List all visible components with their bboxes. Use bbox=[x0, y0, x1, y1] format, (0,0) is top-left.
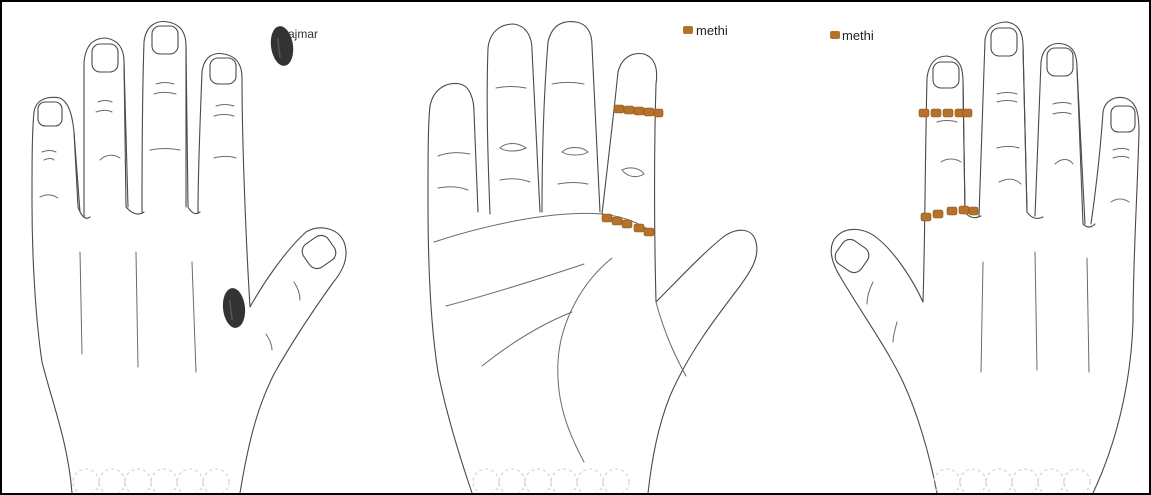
knuckle-line bbox=[40, 151, 58, 199]
finger-groove bbox=[124, 62, 144, 214]
fingernail bbox=[991, 28, 1017, 56]
methi-seed-row bbox=[919, 109, 972, 117]
fingernail bbox=[933, 62, 959, 88]
hand-outline bbox=[831, 22, 1139, 493]
knuckle-line bbox=[214, 105, 236, 159]
hand-outline bbox=[428, 22, 757, 493]
fingernail bbox=[1111, 106, 1135, 132]
fingernail bbox=[210, 58, 236, 84]
finger-crease bbox=[622, 168, 644, 177]
finger-groove bbox=[1023, 46, 1043, 218]
fingernail bbox=[152, 26, 178, 54]
finger-groove bbox=[74, 132, 90, 218]
legend-label: methi bbox=[842, 28, 874, 43]
palm-crease bbox=[446, 264, 584, 306]
knuckle-line bbox=[96, 101, 120, 161]
finger-crease bbox=[438, 153, 470, 190]
palm-crease bbox=[558, 258, 612, 462]
knuckle-line bbox=[867, 282, 897, 342]
hand-back-left: rajmar bbox=[2, 2, 382, 493]
fingernail bbox=[1047, 48, 1073, 76]
fingernail bbox=[299, 232, 340, 272]
knuckle-line bbox=[1053, 103, 1073, 165]
fingernail bbox=[832, 236, 873, 276]
wrist-markers bbox=[73, 469, 229, 493]
fingernail bbox=[38, 102, 62, 126]
hand-outline bbox=[32, 22, 346, 493]
rajmar-seed bbox=[221, 287, 247, 329]
finger-groove bbox=[1077, 68, 1095, 227]
methi-seed-row bbox=[921, 206, 978, 221]
hand-back-right: methi bbox=[817, 2, 1147, 493]
palm-crease bbox=[656, 302, 686, 376]
legend-label: rajmar bbox=[284, 27, 318, 41]
methi-seed-row bbox=[602, 214, 654, 236]
wrist-markers bbox=[934, 469, 1090, 493]
wrist-markers bbox=[473, 469, 629, 493]
knuckle-line bbox=[997, 93, 1021, 185]
finger-groove bbox=[963, 82, 981, 218]
methi-legend-seed bbox=[683, 26, 693, 34]
fingernail bbox=[92, 44, 118, 72]
tendon-line bbox=[981, 252, 1089, 372]
knuckle-line bbox=[1111, 149, 1129, 203]
hand-palm: methi bbox=[402, 2, 782, 493]
finger-crease bbox=[496, 87, 530, 183]
legend-label: methi bbox=[696, 23, 728, 38]
tendon-line bbox=[80, 252, 196, 372]
methi-legend-seed bbox=[830, 31, 840, 39]
knuckle-line bbox=[150, 83, 180, 151]
knuckle-line bbox=[937, 121, 961, 163]
finger-crease bbox=[552, 83, 588, 185]
